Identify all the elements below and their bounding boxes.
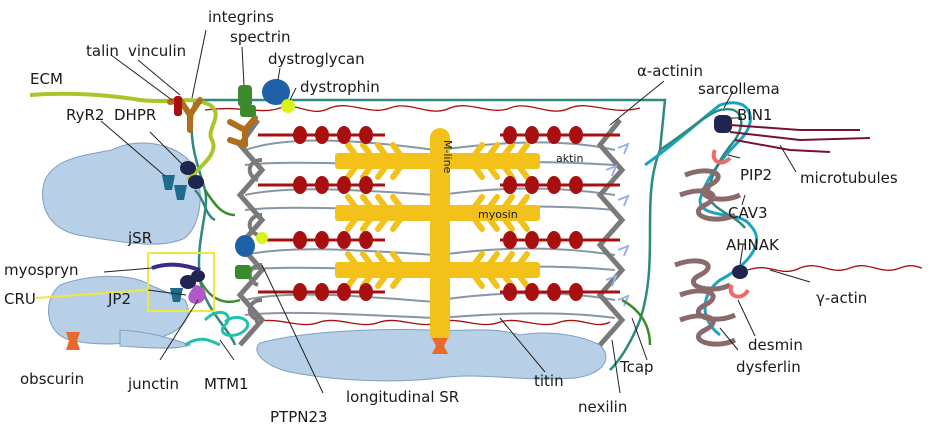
microtubules xyxy=(729,124,871,153)
vinculin-shape xyxy=(174,96,182,116)
left-sarcolemma-link xyxy=(198,189,241,304)
label-alpha-actinin: α-actinin xyxy=(637,62,703,80)
label-cru: CRU xyxy=(4,290,36,308)
m-line-bar xyxy=(430,128,450,343)
label-ecm: ECM xyxy=(30,70,63,88)
ahnak-marker xyxy=(732,265,748,279)
myospryn-marker xyxy=(151,262,201,272)
label-myospryn: myospryn xyxy=(4,261,79,279)
label-ryr2: RyR2 xyxy=(66,106,104,124)
label-dystrophin: dystrophin xyxy=(300,78,380,96)
label-talin: talin xyxy=(86,42,119,60)
label-myosin: myosin xyxy=(478,208,518,221)
label-desmin: desmin xyxy=(748,336,803,354)
label-dhpr: DHPR xyxy=(114,106,156,124)
sarcolemma-coil-top xyxy=(204,105,641,113)
t-tubule-right xyxy=(644,101,758,337)
mtm1-coil xyxy=(184,310,249,347)
right-sarcolemma-link xyxy=(621,298,652,346)
label-m-line: M-line xyxy=(441,140,454,174)
cru-box xyxy=(147,252,215,312)
sarcolemma-left xyxy=(190,99,237,346)
label-longitudinal-sr: longitudinal SR xyxy=(346,388,459,406)
sarcolemma-right xyxy=(609,149,662,371)
spectrin-lower xyxy=(235,265,251,279)
dhpr-markers xyxy=(180,161,205,289)
talin-shape xyxy=(227,115,258,148)
obscurin-marker xyxy=(66,332,80,350)
label-bin1: BIN1 xyxy=(737,106,772,124)
label-titin: titin xyxy=(534,372,564,390)
pip2-marker xyxy=(711,149,732,165)
dystrophin-lower xyxy=(256,232,268,244)
ecm-strand xyxy=(29,91,218,182)
leader-lines xyxy=(100,29,811,394)
jp2-marker xyxy=(188,285,206,304)
label-ahnak: AHNAK xyxy=(726,236,780,254)
dystroglycan-shape xyxy=(262,79,290,105)
z-disc-right xyxy=(596,118,626,347)
label-ptpn23: PTPN23 xyxy=(270,408,328,426)
nexilin-markers xyxy=(605,142,630,307)
cru-sr-tail xyxy=(119,329,192,349)
label-junctin: junctin xyxy=(127,375,179,393)
cru-pointer xyxy=(35,289,149,299)
ryr2-markers xyxy=(162,175,187,302)
dystrophin-shape xyxy=(281,99,295,113)
label-integrins: integrins xyxy=(208,8,274,26)
jsr-shape xyxy=(42,142,201,245)
pip2-marker-lower xyxy=(728,284,750,299)
label-gamma-actin: γ-actin xyxy=(816,289,867,307)
sarcolemma-top xyxy=(195,98,667,151)
dystroglycan-lower xyxy=(235,235,255,257)
spectrin-shape xyxy=(238,85,252,107)
label-spectrin: spectrin xyxy=(230,28,291,46)
label-microtubules: microtubules xyxy=(800,169,898,187)
label-cav3: CAV3 xyxy=(728,204,768,222)
label-jsr: jSR xyxy=(127,229,152,247)
label-pip2: PIP2 xyxy=(740,166,772,184)
label-tcap: Tcap xyxy=(619,358,654,376)
m-line-anchor xyxy=(432,338,448,354)
label-sarcollema: sarcollema xyxy=(698,80,780,98)
longitudinal-sr-shape xyxy=(256,329,607,382)
spectrin-shape-b xyxy=(240,105,256,117)
label-jp2: JP2 xyxy=(107,290,131,308)
gamma-actin-strand xyxy=(747,265,923,273)
desmin-coils xyxy=(674,168,742,347)
jsr-sarco-link xyxy=(194,189,216,222)
bin1-marker xyxy=(714,115,732,133)
label-aktin: aktin xyxy=(556,152,583,165)
label-vinculin: vinculin xyxy=(128,42,186,60)
actin-beads xyxy=(293,126,583,301)
label-dysferlin: dysferlin xyxy=(736,358,801,376)
label-nexilin: nexilin xyxy=(578,398,627,416)
label-mtm1: MTM1 xyxy=(204,375,249,393)
label-obscurin: obscurin xyxy=(20,370,84,388)
label-dystroglycan: dystroglycan xyxy=(268,50,365,68)
